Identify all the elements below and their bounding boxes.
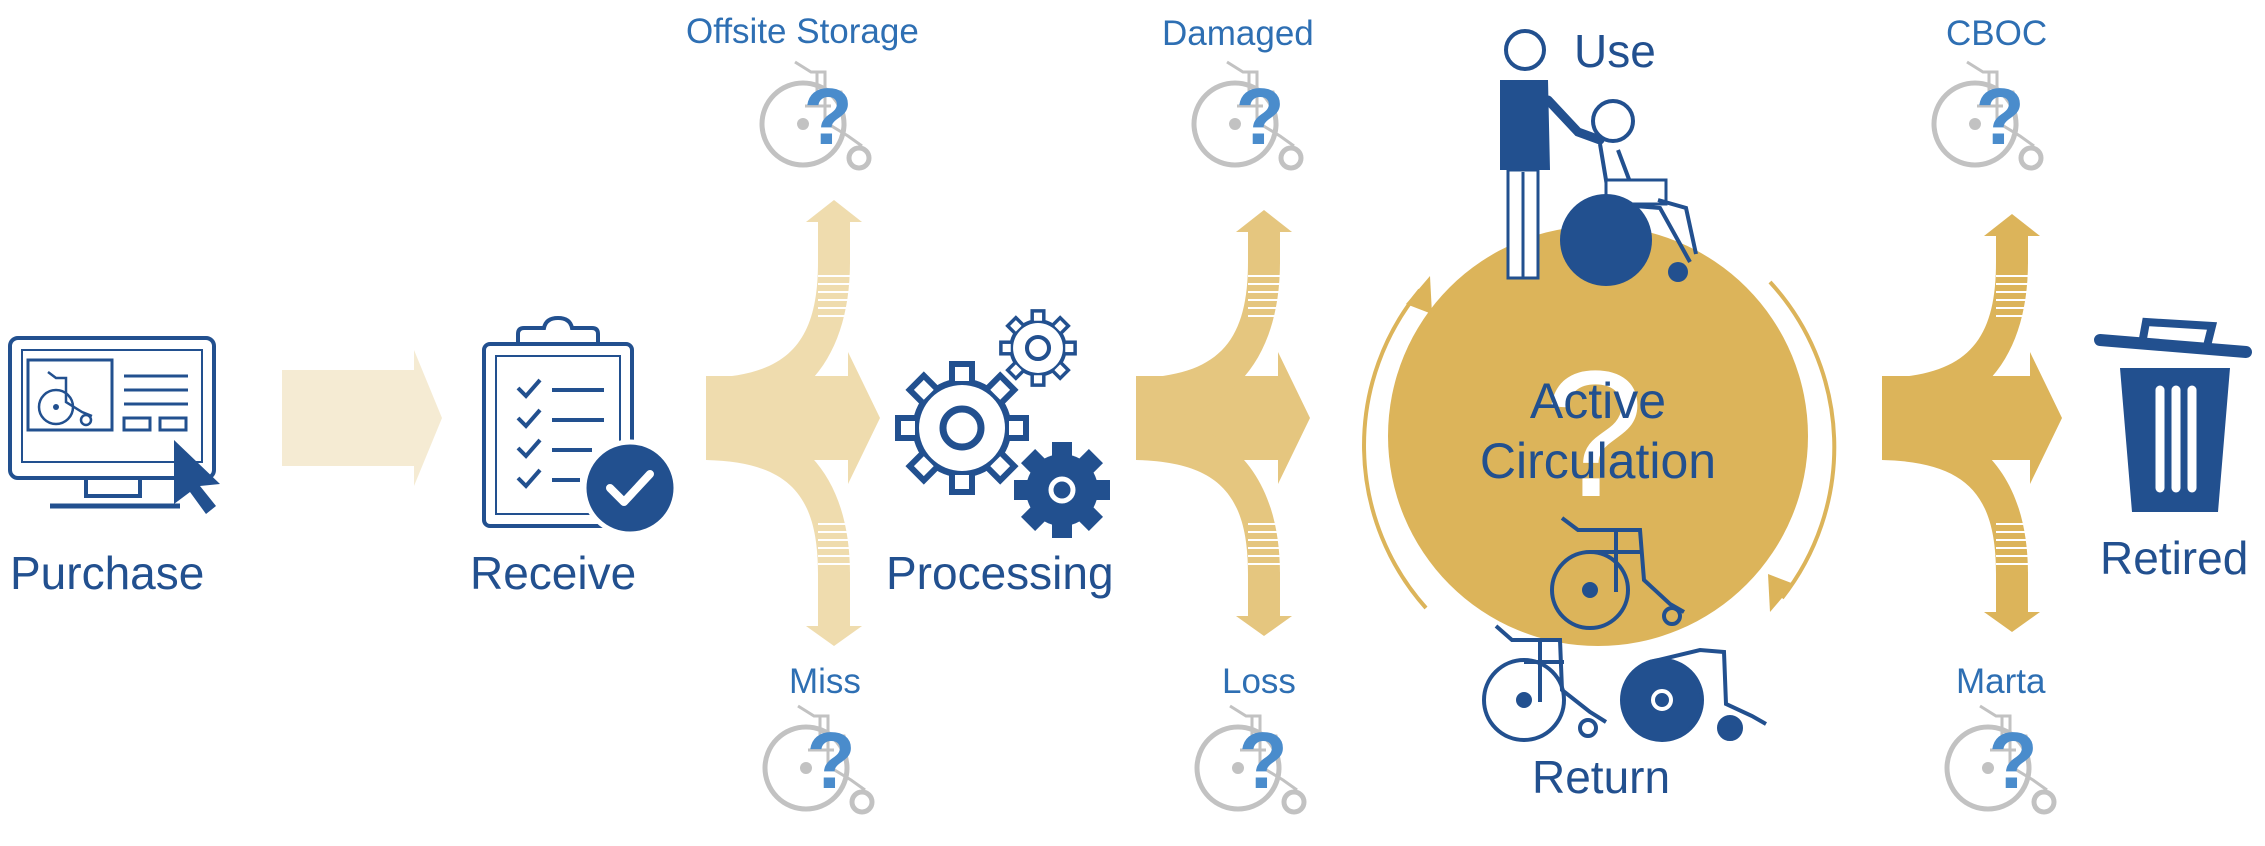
wheelchair-question-icon-damaged [1194, 62, 1301, 168]
branch-arrow-receive-hatching [818, 275, 850, 565]
outcome-label-offsite-storage: Offsite Storage [686, 12, 919, 51]
active-circulation-circle [1388, 226, 1808, 646]
arrow-purchase-to-receive [282, 350, 442, 486]
branch-arrow-processing [1136, 210, 1310, 636]
stage-label-receive: Receive [470, 547, 637, 599]
wheelchair-question-icon-loss [1197, 706, 1304, 812]
outcome-label-damaged: Damaged [1162, 14, 1314, 53]
person-pushing-wheelchair-icon [1500, 29, 1698, 286]
wheelchair-question-icon-marta [1947, 706, 2054, 812]
outcome-label-loss: Loss [1222, 662, 1296, 701]
active-circulation-line2: Circulation [1479, 433, 1717, 489]
outcome-label-marta: Marta [1956, 662, 2046, 701]
question-mark-large: ? [1544, 334, 1644, 535]
stage-label-return: Return [1532, 751, 1671, 803]
receive-icon [482, 315, 679, 537]
branch-arrow-processing-hatching [1248, 275, 1280, 565]
return-wheelchairs-icon [1482, 516, 1767, 742]
wheelchair-question-icon-offsite-storage [762, 62, 869, 168]
branch-arrow-receive [706, 200, 880, 646]
stage-label-use: Use [1574, 25, 1656, 77]
stage-label-processing: Processing [886, 547, 1114, 599]
processing-gears-icon [898, 311, 1110, 538]
outcome-label-cboc: CBOC [1946, 14, 2048, 53]
branch-arrow-retire [1882, 214, 2062, 632]
outcome-label-miss: Miss [789, 662, 861, 701]
purchase-icon [8, 336, 220, 514]
stage-label-retired: Retired [2100, 532, 2249, 584]
wheelchair-question-icon-miss [765, 706, 872, 812]
cycle-arrows [1362, 280, 1837, 610]
wheelchair-question-icon-cboc [1934, 62, 2041, 168]
active-circulation-line1: Active [1529, 373, 1667, 429]
cycle-arrow-head-up [1406, 276, 1432, 314]
trash-can-icon [2094, 317, 2252, 512]
cycle-arrow-head-down [1768, 574, 1794, 612]
stage-label-purchase: Purchase [10, 547, 205, 599]
branch-arrow-retire-hatching [1996, 275, 2028, 565]
